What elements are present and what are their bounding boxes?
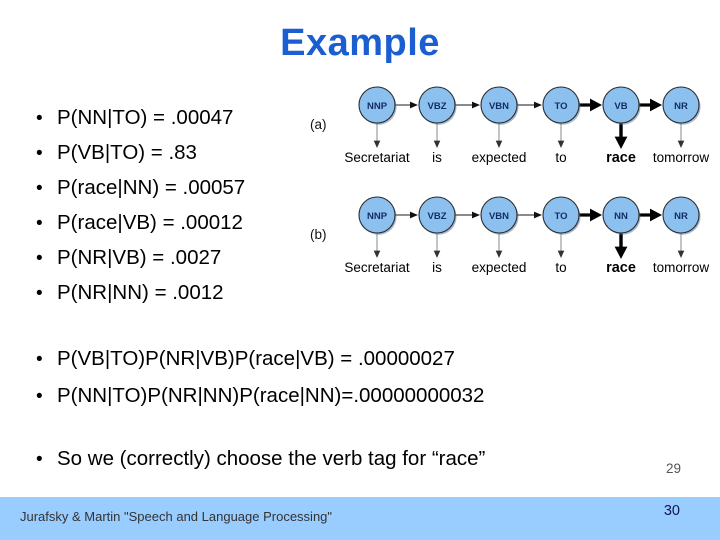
product-bullet-list: P(VB|TO)P(NR|VB)P(race|VB) = .00000027 P…	[36, 341, 484, 415]
word-label: to	[555, 150, 566, 165]
word-label: expected	[472, 260, 527, 275]
transition-arrows	[395, 98, 662, 112]
tag-node-label: VBZ	[428, 101, 447, 112]
word-label: race	[606, 260, 636, 276]
word-label: tomorrow	[653, 150, 710, 165]
bullet-icon	[36, 445, 57, 475]
tag-nodes: NNP VBZ VBN TO VB NR	[358, 86, 701, 125]
list-item: So we (correctly) choose the verb tag fo…	[36, 444, 485, 475]
word-label: is	[432, 150, 442, 165]
bullet-icon	[36, 172, 57, 206]
word-label: Secretariat	[344, 150, 410, 165]
bullet-text: P(VB|TO) = .83	[57, 141, 197, 164]
tag-node-label: NNP	[367, 101, 388, 112]
word-label: Secretariat	[344, 260, 410, 275]
footer-page-number: 30	[663, 503, 680, 519]
bullet-icon	[36, 379, 57, 415]
tag-node-label: VB	[614, 101, 627, 112]
word-label: tomorrow	[653, 260, 710, 275]
bullet-text: So we (correctly) choose the verb tag fo…	[57, 447, 486, 470]
bullet-text: P(NN|TO) = .00047	[57, 106, 234, 129]
hmm-diagram-a: (a) NNP VBZ VBN TO VB	[310, 86, 709, 166]
bullet-icon	[36, 102, 57, 136]
probability-bullet-list: P(NN|TO) = .00047 P(VB|TO) = .83 P(race|…	[36, 101, 245, 311]
list-item: P(race|NN) = .00057	[36, 171, 245, 206]
word-label: is	[432, 260, 442, 275]
bullet-text: P(NR|VB) = .0027	[57, 246, 222, 269]
word-label: to	[555, 260, 566, 275]
bullet-icon	[36, 277, 57, 311]
bullet-text: P(NN|TO)P(NR|NN)P(race|NN)=.00000000032	[57, 384, 485, 407]
word-label: race	[606, 150, 636, 166]
tag-node-label: NR	[674, 101, 688, 112]
list-item: P(NN|TO)P(NR|NN)P(race|NN)=.00000000032	[36, 378, 484, 415]
hmm-diagram-b: (b) NNP VBZ VBN TO NN	[310, 196, 709, 276]
tag-node-label: VBN	[489, 211, 509, 222]
emission-arrows	[373, 233, 685, 259]
slide-title: Example	[280, 22, 440, 64]
bullet-icon	[36, 207, 57, 241]
citation-text: Jurafsky & Martin "Speech and Language P…	[20, 509, 333, 524]
footer-bar: Jurafsky & Martin "Speech and Language P…	[0, 497, 720, 540]
bullet-text: P(VB|TO)P(NR|VB)P(race|VB) = .00000027	[57, 347, 455, 370]
conclusion-bullet: So we (correctly) choose the verb tag fo…	[36, 444, 485, 475]
bullet-icon	[36, 137, 57, 171]
bullet-text: P(NR|NN) = .0012	[57, 281, 224, 304]
word-labels: Secretariat is expected to race tomorrow	[344, 260, 709, 276]
tag-node-label: VBZ	[428, 211, 447, 222]
list-item: P(NR|NN) = .0012	[36, 276, 245, 311]
tag-node-label: TO	[554, 211, 567, 222]
word-labels: Secretariat is expected to race tomorrow	[344, 150, 709, 166]
tag-node-label: NR	[674, 211, 688, 222]
transition-arrows	[395, 208, 662, 222]
diagram-label: (b)	[310, 227, 327, 242]
bullet-icon	[36, 242, 57, 276]
list-item: P(VB|TO) = .83	[36, 136, 245, 171]
list-item: P(VB|TO)P(NR|VB)P(race|VB) = .00000027	[36, 341, 484, 378]
bullet-text: P(race|NN) = .00057	[57, 176, 246, 199]
bullet-icon	[36, 342, 57, 378]
tag-node-label: NNP	[367, 211, 388, 222]
inner-page-number: 29	[666, 461, 682, 476]
emission-arrows	[373, 123, 685, 149]
list-item: P(race|VB) = .00012	[36, 206, 245, 241]
tag-node-label: VBN	[489, 101, 509, 112]
tag-nodes: NNP VBZ VBN TO NN NR	[358, 196, 701, 235]
list-item: P(NR|VB) = .0027	[36, 241, 245, 276]
tag-node-label: TO	[554, 101, 567, 112]
diagram-label: (a)	[310, 117, 327, 132]
list-item: P(NN|TO) = .00047	[36, 101, 245, 136]
tag-node-label: NN	[614, 211, 628, 222]
bullet-text: P(race|VB) = .00012	[57, 211, 243, 234]
word-label: expected	[472, 150, 527, 165]
